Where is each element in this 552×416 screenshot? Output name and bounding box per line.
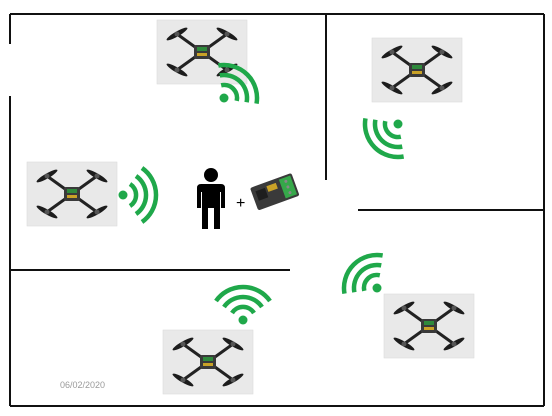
wifi-signal-2 [356,102,421,167]
drone-top-right [370,36,464,104]
person-icon [197,168,225,229]
wifi-signal-3 [119,168,157,222]
sensor-module-icon [250,173,299,210]
drone-left [25,160,119,228]
wifi-signal-5 [216,287,270,325]
drone-bottom-center [161,328,255,396]
drone-bottom-right [382,292,476,360]
plus-symbol: + [236,195,245,212]
walls [9,13,545,407]
date-label: 06/02/2020 [60,380,106,390]
